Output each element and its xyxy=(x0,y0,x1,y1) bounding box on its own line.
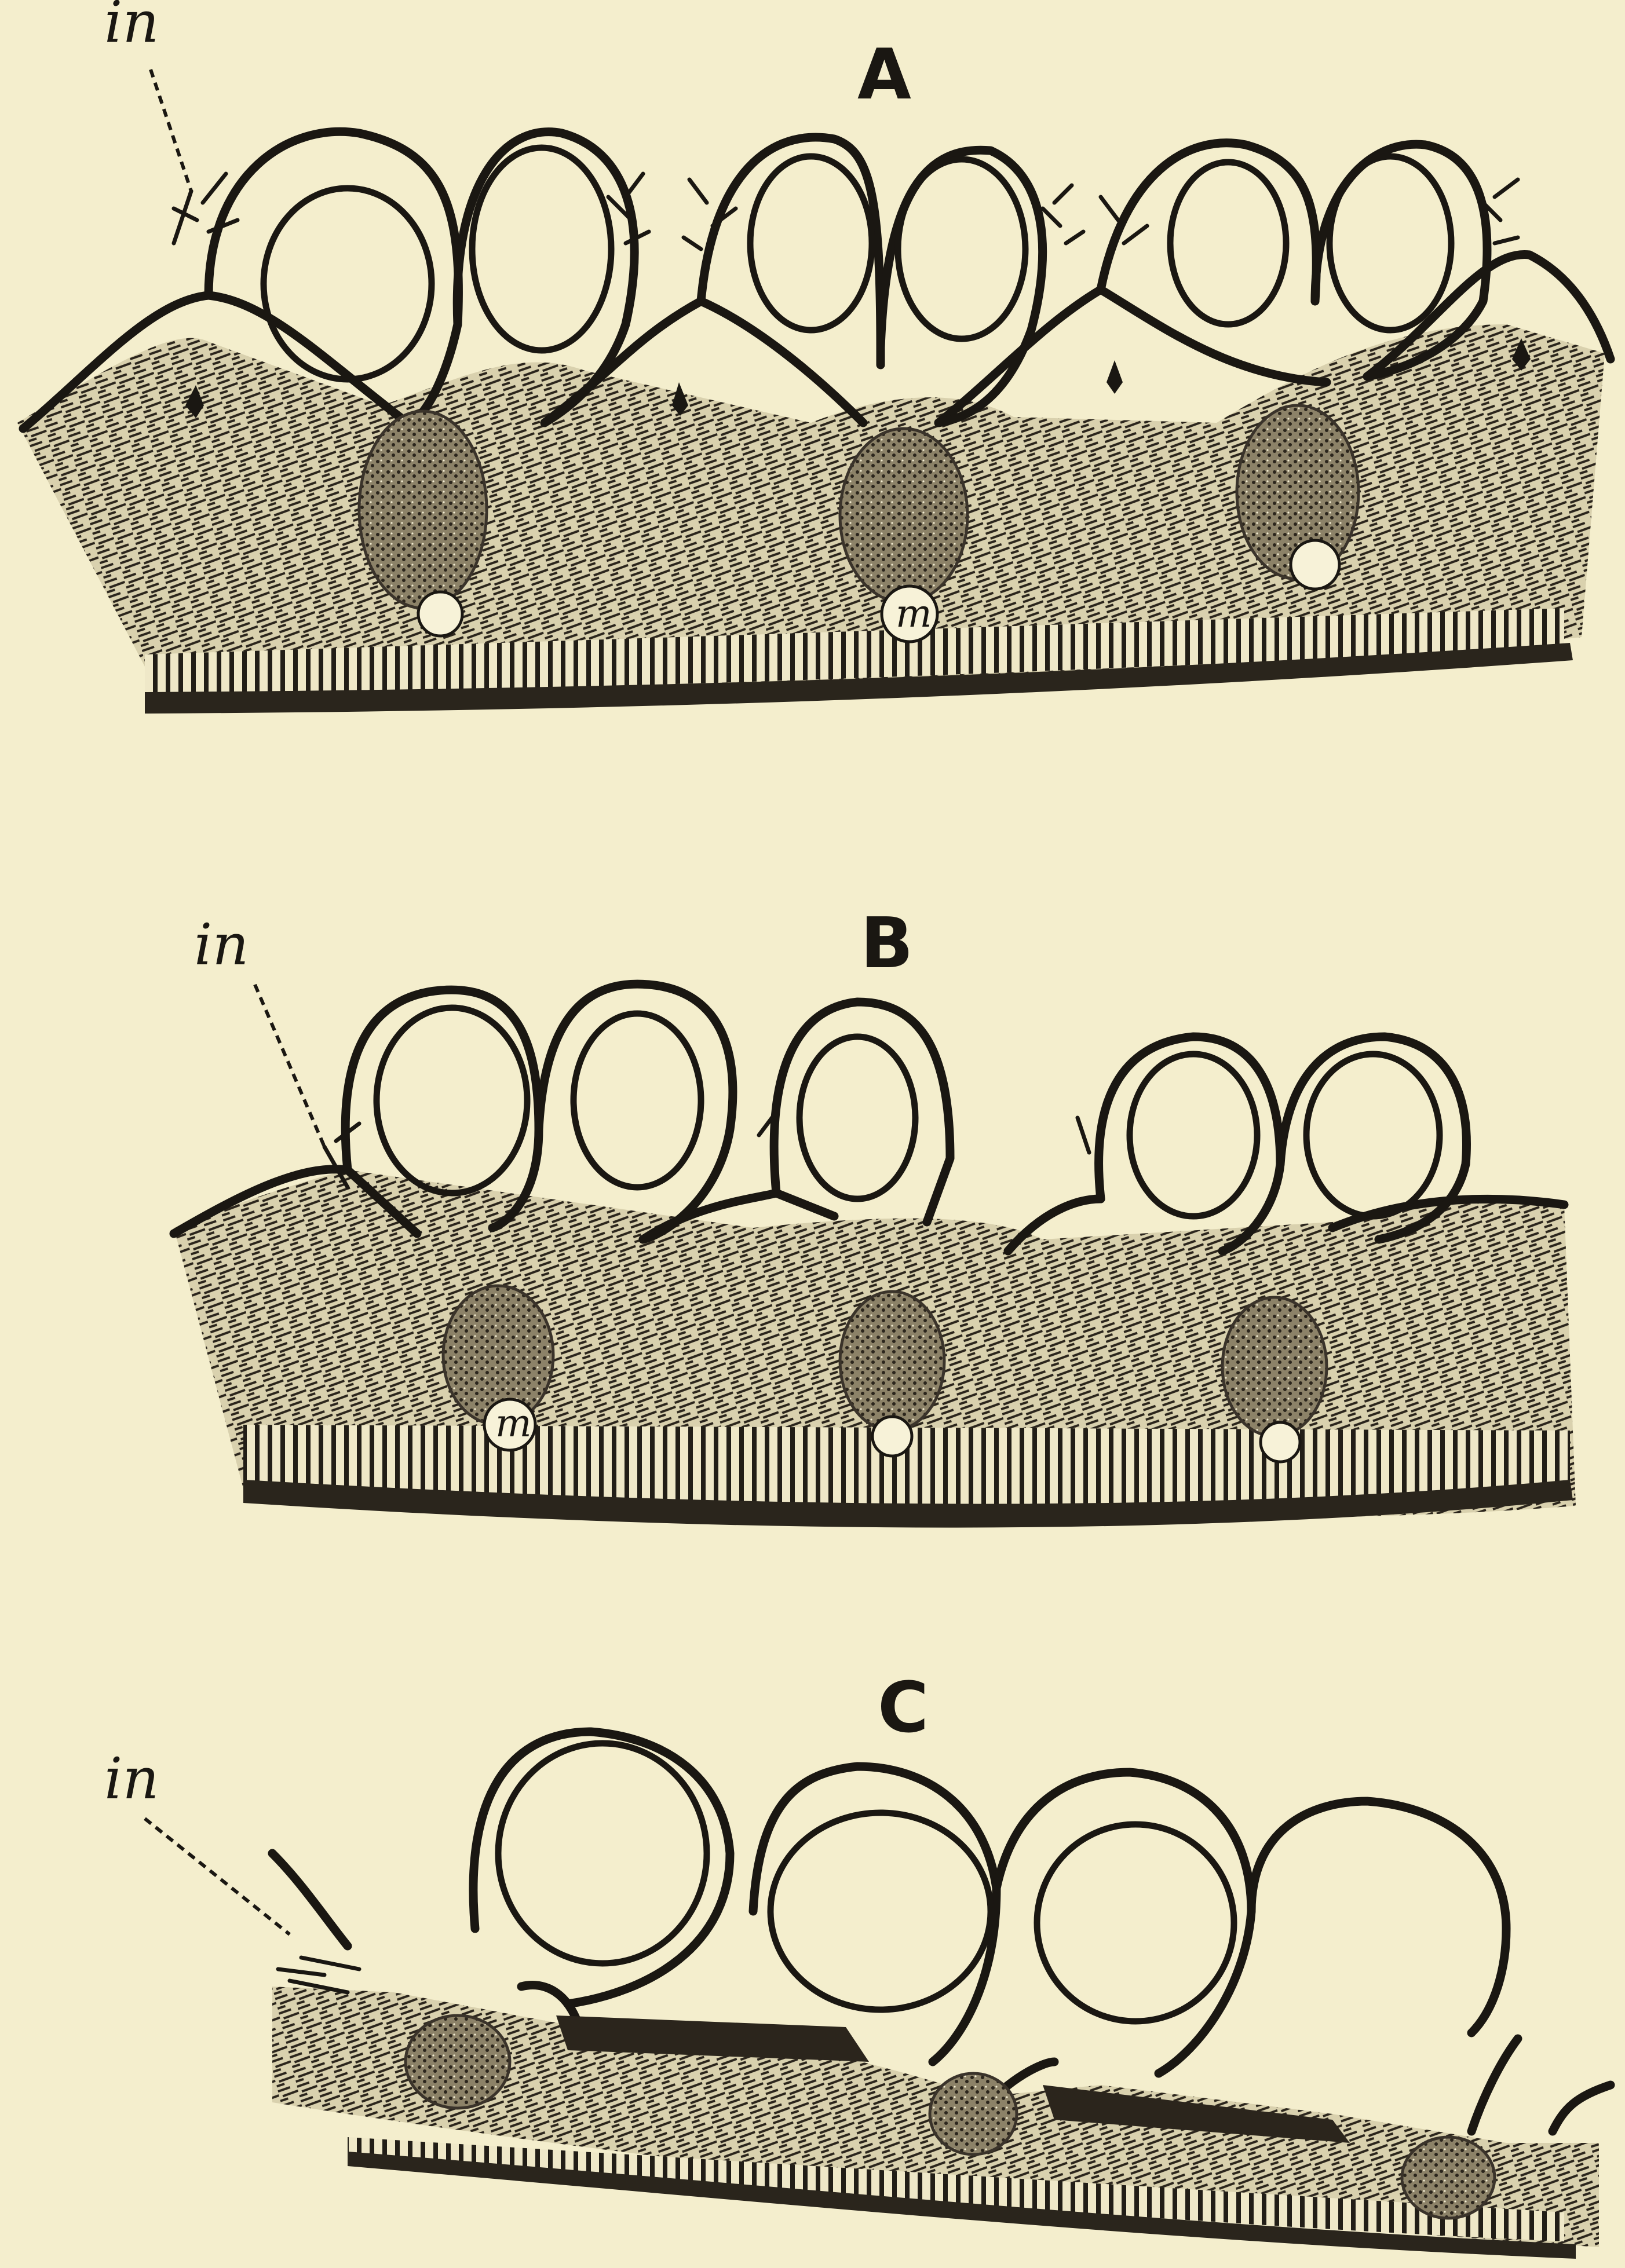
cell-b-2 xyxy=(574,1014,701,1187)
cell-b-1 xyxy=(377,1008,527,1193)
vacuole-a-1 xyxy=(418,592,462,636)
vacuole-b-3 xyxy=(1261,1422,1300,1462)
pointer-leader-line-b xyxy=(255,985,324,1147)
panel-label-a: A xyxy=(857,35,911,115)
vacuole-label-m-a: m xyxy=(896,591,932,636)
crypt-nucleus-a-2 xyxy=(840,429,967,602)
cell-a-6 xyxy=(1330,156,1451,330)
pointer-leader-line-a xyxy=(151,69,191,191)
cell-c-3 xyxy=(1037,1824,1234,2021)
pointer-label-in-a: in xyxy=(104,0,159,56)
crypt-nucleus-c-1 xyxy=(406,2015,510,2108)
panel-a: A in xyxy=(17,0,1611,714)
cell-a-2 xyxy=(472,148,611,350)
panel-c: C in xyxy=(104,1668,1611,2259)
cell-c-2 xyxy=(770,1813,991,2010)
cell-b-3 xyxy=(799,1037,915,1199)
pointer-label-in-c: in xyxy=(104,1746,159,1812)
vacuole-label-m-b: m xyxy=(495,1401,532,1446)
vacuole-b-2 xyxy=(872,1417,912,1456)
crypt-nucleus-c-2 xyxy=(930,2073,1017,2154)
cell-a-4 xyxy=(898,159,1025,339)
panel-b: B in m xyxy=(174,903,1576,1528)
vacuole-a-3 xyxy=(1291,540,1339,589)
cell-c-1 xyxy=(498,1743,707,1963)
panel-label-c: C xyxy=(878,1668,929,1748)
cell-b-5 xyxy=(1306,1054,1440,1216)
cell-b-4 xyxy=(1130,1054,1257,1216)
crypt-nucleus-b-3 xyxy=(1222,1297,1327,1436)
crypt-nucleus-a-1 xyxy=(359,411,487,608)
cell-a-3 xyxy=(750,156,872,330)
crypt-nucleus-b-2 xyxy=(840,1292,944,1431)
cell-a-1 xyxy=(264,188,432,379)
crypt-nucleus-c-3 xyxy=(1402,2137,1495,2218)
pointer-leader-line-c xyxy=(145,1819,290,1934)
pointer-label-in-b: in xyxy=(194,912,249,978)
panel-label-b: B xyxy=(860,903,913,984)
cell-a-5 xyxy=(1170,162,1286,324)
